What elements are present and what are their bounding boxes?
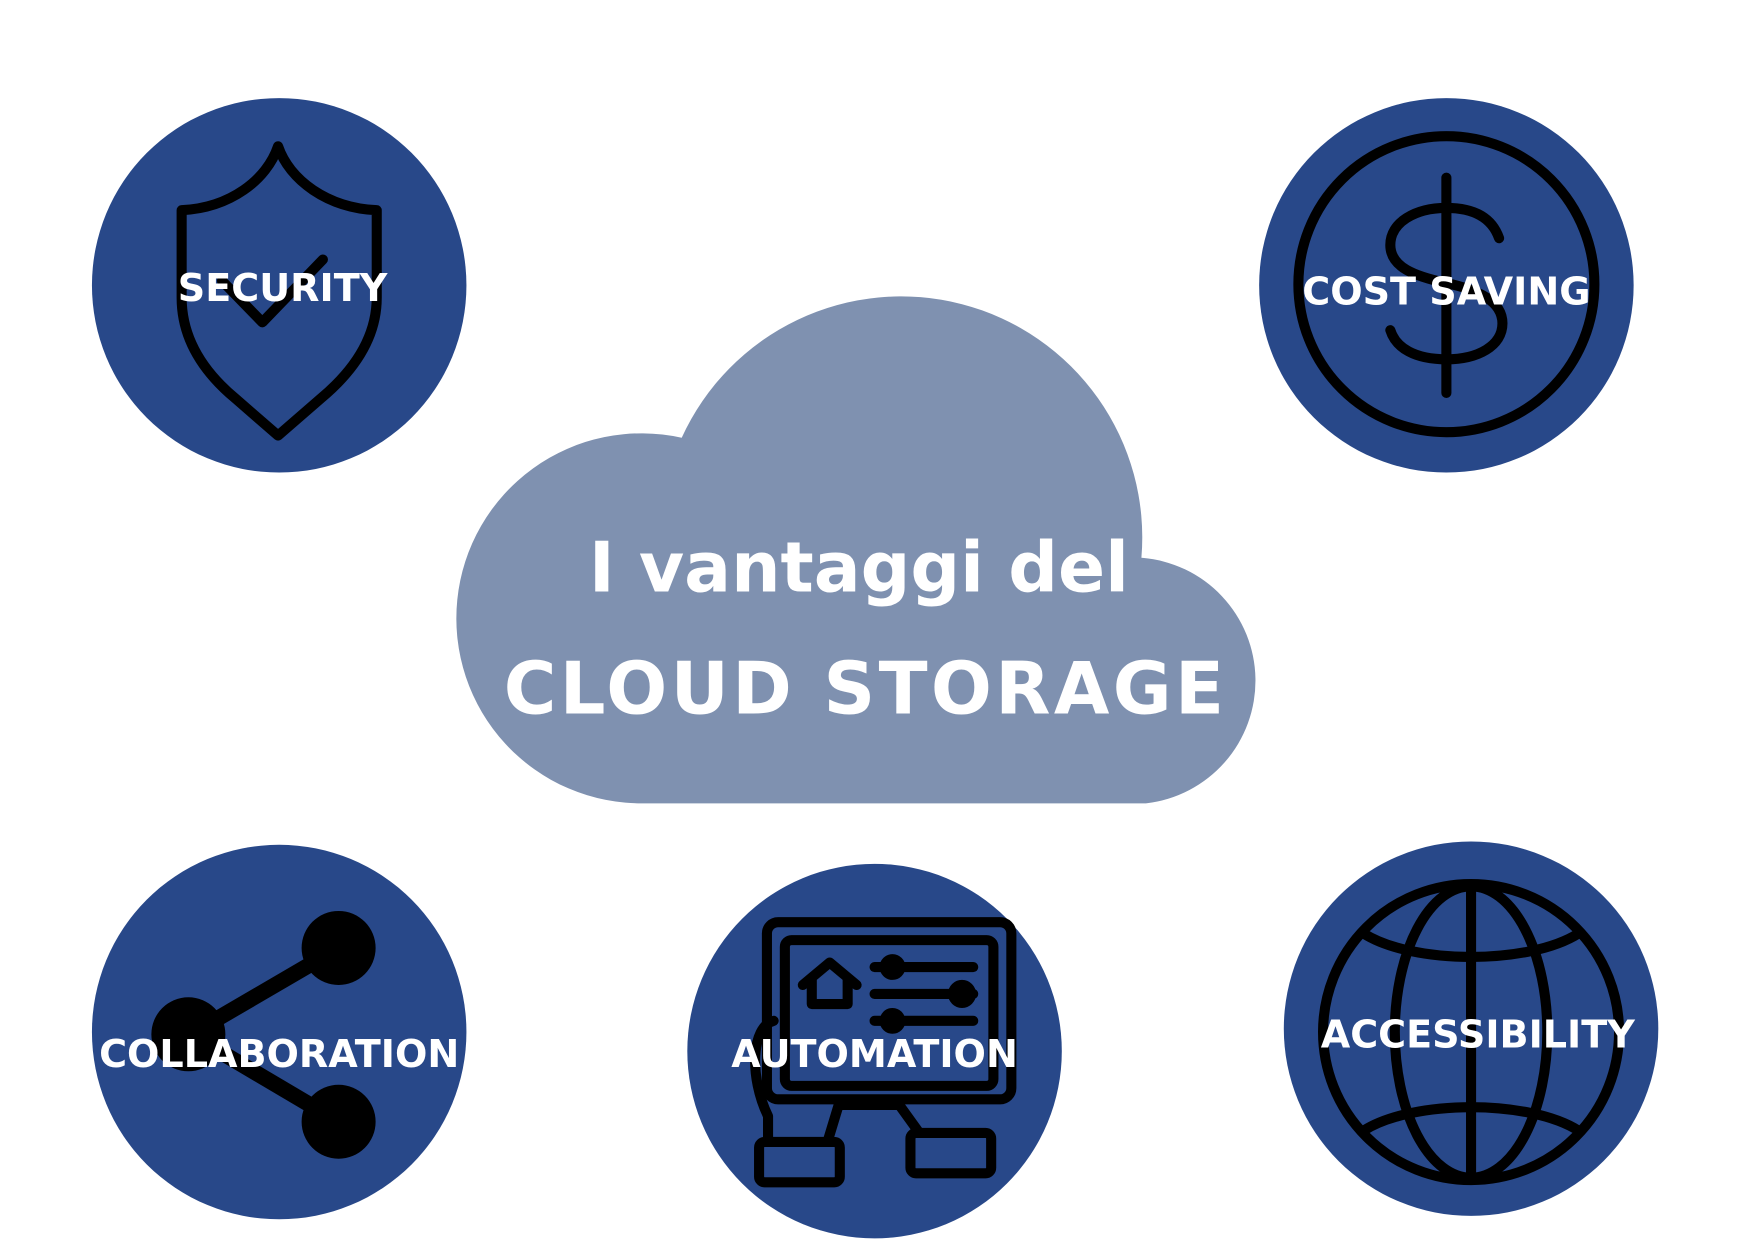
benefit-automation: AUTOMATION	[687, 863, 1062, 1239]
benefit-accessibility: ACCESSIBILITY	[1283, 841, 1659, 1216]
benefit-collaboration: COLLABORATION	[91, 844, 467, 1220]
cloud-shape	[456, 296, 1256, 804]
globe-icon	[1318, 879, 1625, 1186]
benefit-label: ACCESSIBILITY	[1321, 1013, 1636, 1057]
benefit-label: COLLABORATION	[99, 1032, 459, 1076]
shield-icon	[176, 141, 382, 441]
title-line2: CLOUD STORAGE	[504, 647, 1228, 731]
benefit-label: AUTOMATION	[731, 1032, 1018, 1076]
benefit-security: SECURITY	[91, 98, 467, 473]
title-line1: I vantaggi del	[589, 527, 1129, 608]
tablet-control-icon	[750, 917, 1017, 1188]
share-icon	[151, 910, 376, 1159]
dollar-coin-icon	[1293, 131, 1600, 438]
benefit-cost-saving: COST SAVING	[1259, 98, 1634, 473]
benefit-label: SECURITY	[178, 266, 388, 310]
benefit-label: COST SAVING	[1302, 269, 1590, 313]
